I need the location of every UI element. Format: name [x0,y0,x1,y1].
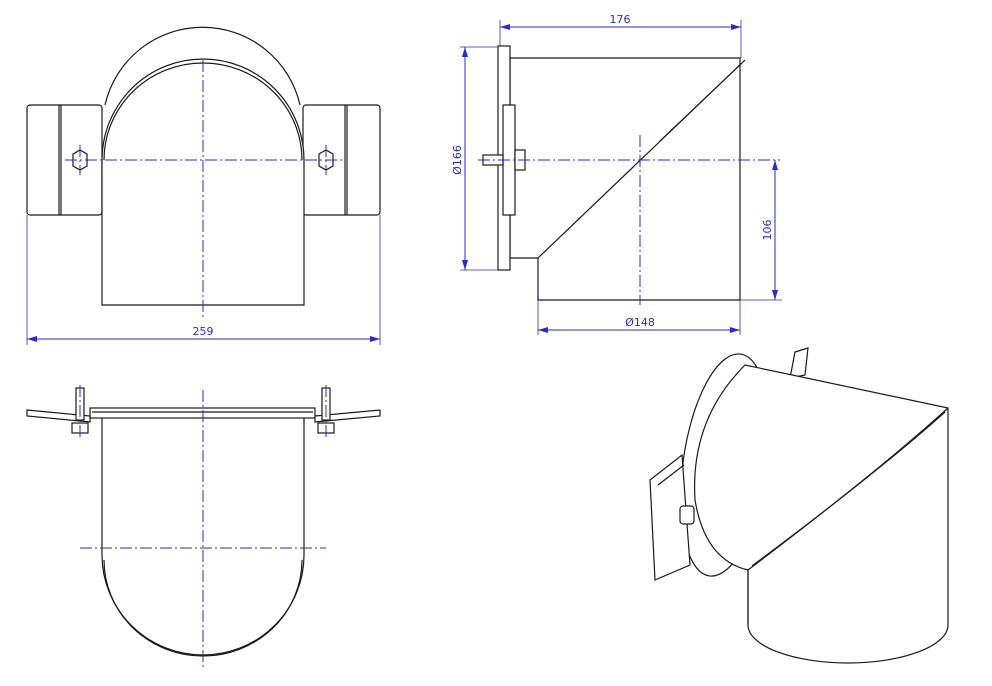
front-view: 259 [26,26,381,345]
outer-hood-arc [104,26,301,106]
side-view: 176 Ø166 106 Ø148 [451,13,782,335]
dimension-label-166: Ø166 [451,145,464,175]
bottom-view [26,385,381,668]
isometric-view [649,347,949,664]
dimension-label-148: Ø148 [625,316,655,329]
elbow-body [509,57,741,301]
dimension-label-106: 106 [761,220,774,241]
dimension-label-176: 176 [610,13,631,26]
bolt-nut [679,505,695,525]
left-tab [26,409,91,423]
right-tab [314,409,381,423]
dimension-label-259: 259 [193,325,214,338]
rear-tab [789,347,809,379]
clamp-plate [649,453,691,581]
